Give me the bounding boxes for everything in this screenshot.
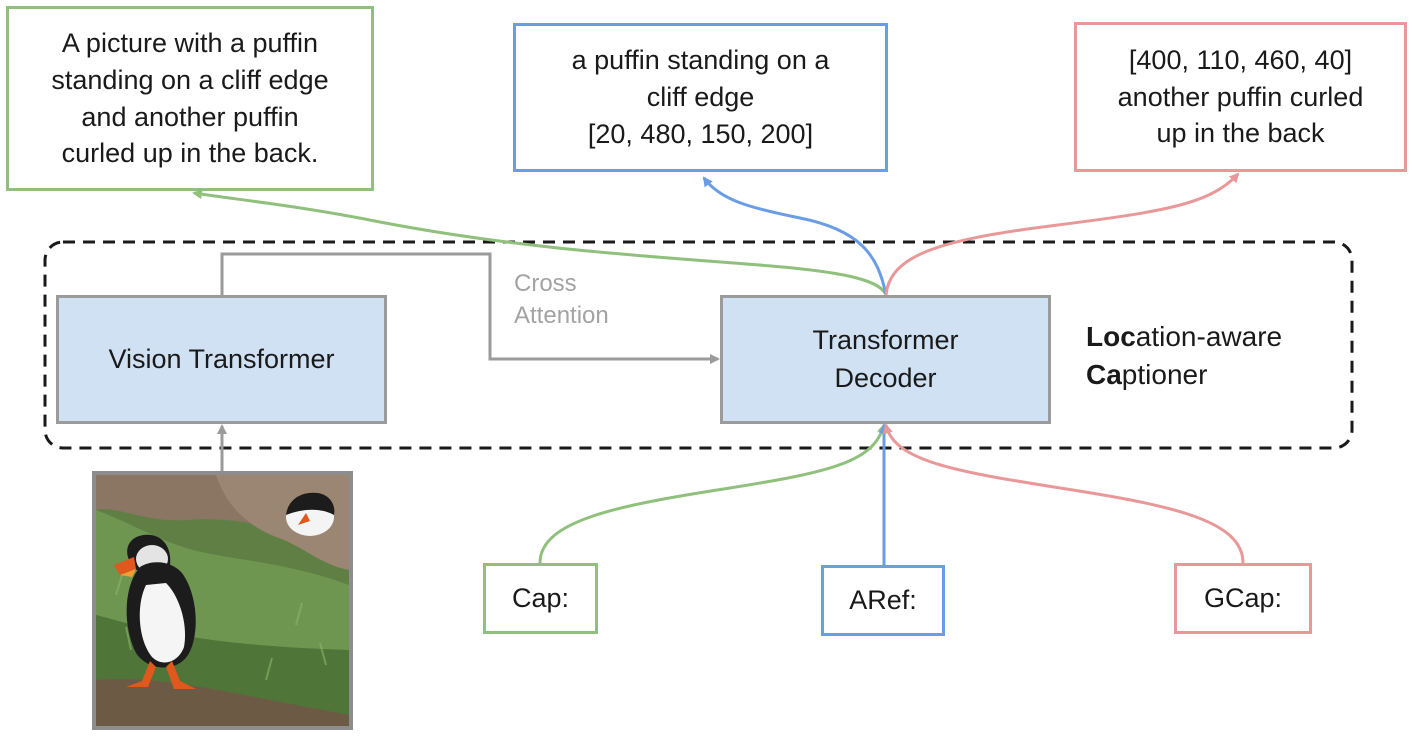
caption-output-box: A picture with a puffin standing on a cl… bbox=[6, 6, 374, 191]
vision-transformer-label: Vision Transformer bbox=[108, 343, 335, 374]
model-name-bold: Ca bbox=[1086, 359, 1122, 391]
model-name-rest: ptioner bbox=[1121, 359, 1208, 391]
puffin-illustration bbox=[96, 475, 349, 726]
caption-output-line: A picture with a puffin bbox=[61, 27, 319, 58]
cross-attention-line: Attention bbox=[514, 302, 609, 330]
model-name-line-1: Location-aware bbox=[1086, 318, 1282, 356]
decoder-label-line: Transformer bbox=[812, 325, 959, 356]
cross-attention-line: Cross bbox=[514, 270, 577, 297]
caption-output-line: curled up in the back. bbox=[61, 138, 319, 169]
grounded-output-line: another puffin curled bbox=[1117, 81, 1364, 112]
referring-output-line: cliff edge bbox=[646, 82, 755, 112]
cap-task-box: Cap: bbox=[483, 563, 598, 634]
puffin-photo bbox=[92, 471, 353, 730]
caption-output-line: standing on a cliff edge bbox=[51, 64, 329, 95]
referring-output-box: a puffin standing on a cliff edge [20, 4… bbox=[513, 23, 888, 172]
cap-task-label: Cap: bbox=[511, 583, 570, 613]
aref-task-label: ARef: bbox=[849, 585, 917, 615]
model-name-label: Location-aware Captioner bbox=[1086, 318, 1282, 394]
gcap-task-label: GCap: bbox=[1203, 583, 1283, 613]
aref-task-box: ARef: bbox=[821, 565, 945, 636]
caption-output-line: and another puffin bbox=[81, 101, 299, 132]
grounded-output-arrow bbox=[884, 172, 1240, 296]
model-name-rest: ation-aware bbox=[1135, 321, 1283, 352]
referring-output-line: [20, 480, 150, 200] bbox=[587, 118, 814, 149]
model-name-bold: Loc bbox=[1086, 321, 1136, 352]
cross-attention-label: Cross Attention bbox=[514, 268, 609, 332]
referring-output-arrow bbox=[702, 176, 888, 296]
vision-transformer-block: Vision Transformer bbox=[56, 295, 387, 424]
decoder-label-line: Decoder bbox=[834, 362, 937, 393]
grounded-output-box: [400, 110, 460, 40] another puffin curle… bbox=[1074, 22, 1407, 172]
cap-input-arrow bbox=[538, 423, 887, 564]
referring-output-line: a puffin standing on a bbox=[571, 45, 830, 76]
model-name-line-2: Captioner bbox=[1086, 356, 1282, 394]
grounded-output-line: up in the back bbox=[1156, 118, 1325, 149]
model-boundary bbox=[43, 240, 1354, 450]
cross-attention-connector bbox=[220, 252, 720, 364]
gcap-task-box: GCap: bbox=[1174, 563, 1312, 634]
grounded-output-line: [400, 110, 460, 40] bbox=[1128, 44, 1353, 75]
caption-output-arrow bbox=[192, 189, 888, 296]
gcap-input-arrow bbox=[882, 423, 1245, 564]
transformer-decoder-block: Transformer Decoder bbox=[720, 295, 1051, 424]
